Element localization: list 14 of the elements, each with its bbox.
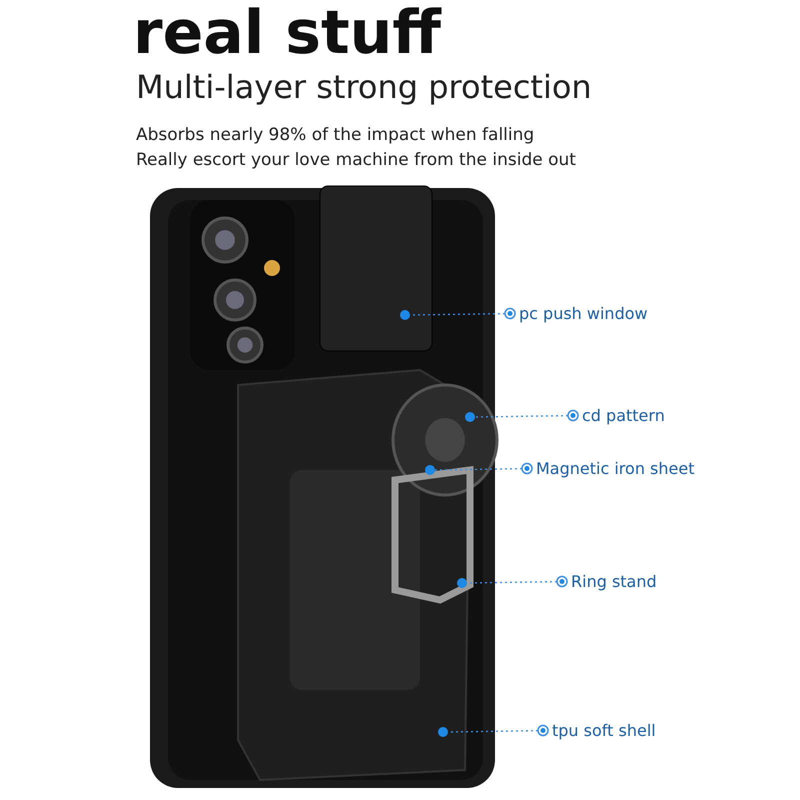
callout-label: Ring stand (571, 572, 657, 591)
leader-line (475, 410, 579, 422)
callout-label: Magnetic iron sheet (536, 459, 694, 478)
body-text: Absorbs nearly 98% of the impact when falling (136, 125, 534, 145)
leader-line (448, 724, 549, 736)
callout-label: tpu soft shell (552, 721, 656, 740)
leader-line (434, 462, 533, 474)
title: real stuff (133, 0, 441, 68)
subtitle: Multi-layer strong protection (136, 68, 592, 106)
body-text: Really escort your love machine from the inside out (136, 150, 576, 170)
leader-line (467, 576, 568, 588)
leader-line (410, 308, 516, 320)
callout-label: cd pattern (582, 406, 665, 425)
callout-label: pc push window (519, 304, 648, 323)
